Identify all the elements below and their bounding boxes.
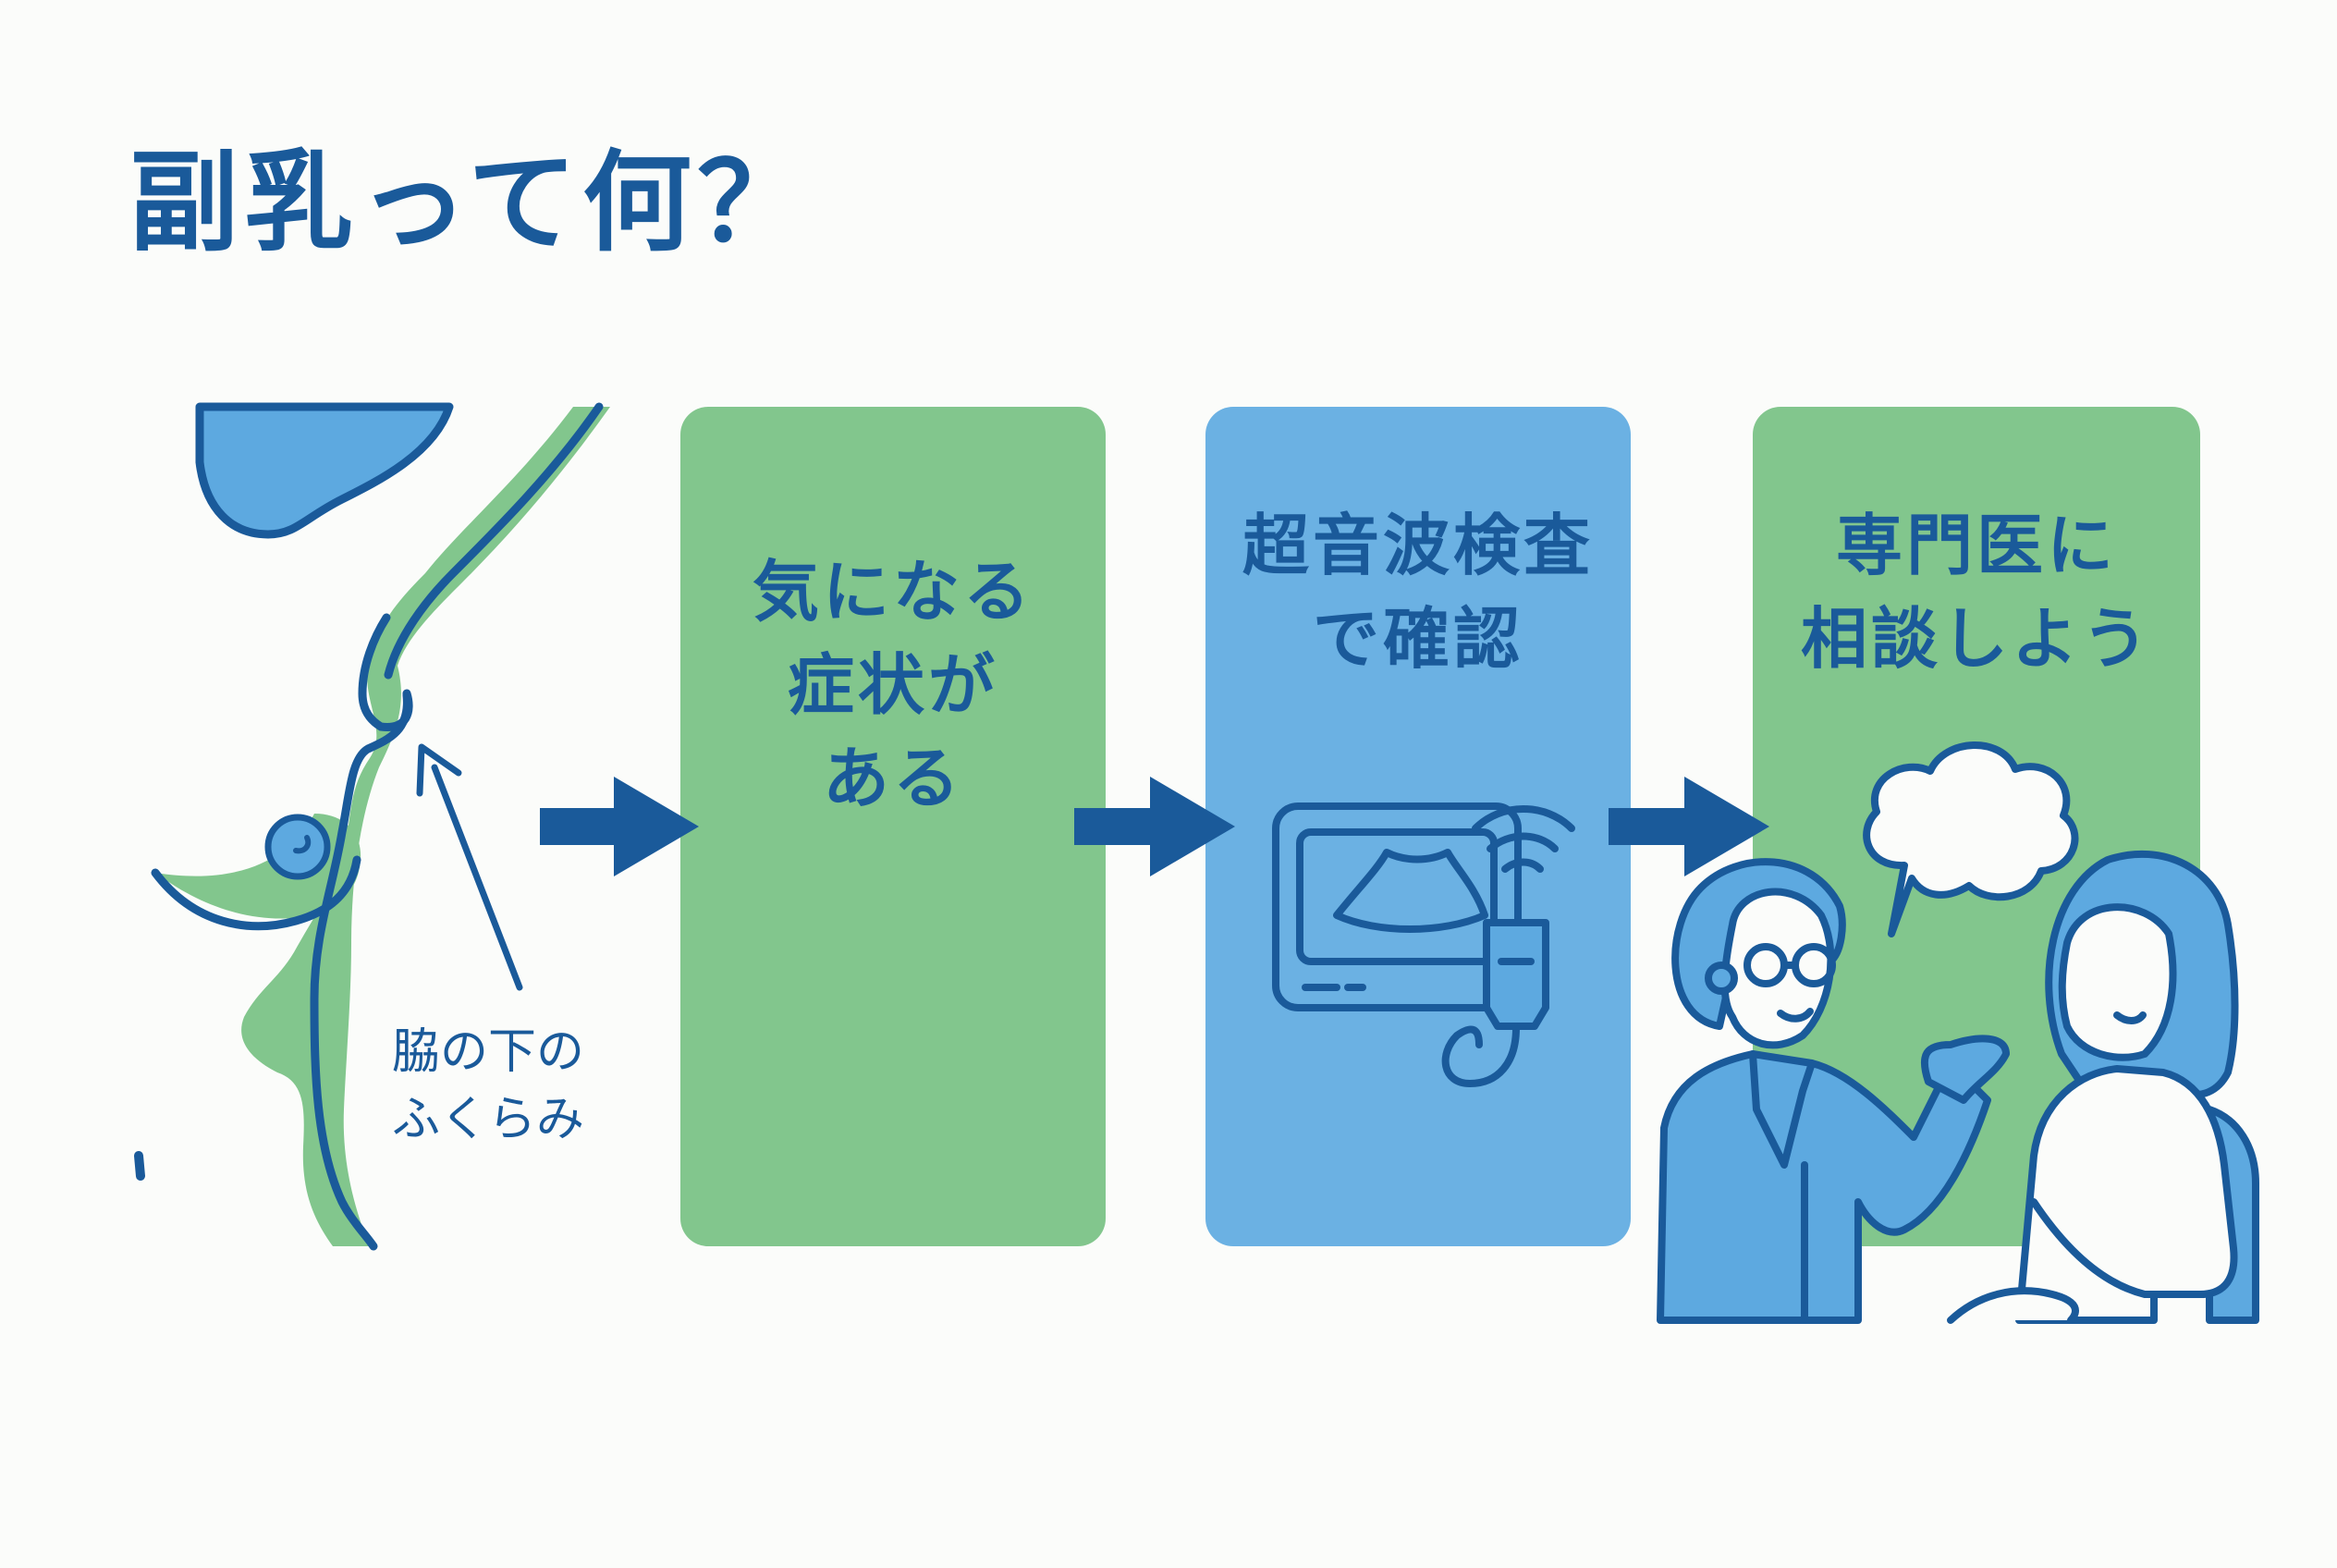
step-card-symptoms: 気になる 症状が ある bbox=[680, 407, 1106, 1246]
small-mark bbox=[134, 1151, 145, 1181]
anatomy-illustration bbox=[134, 402, 610, 1251]
breast-outline bbox=[151, 855, 361, 931]
step-3-line-2: 相談しよう bbox=[1800, 599, 2152, 678]
step-3-line-1: 専門医に bbox=[1835, 507, 2117, 584]
body-outline-back bbox=[310, 691, 411, 1251]
ultrasound-probe-icon bbox=[1441, 805, 1575, 1087]
axilla-label-line-2: ふくらみ bbox=[392, 1091, 585, 1147]
ultrasound-monitor-icon bbox=[1272, 802, 1522, 1011]
arrow-2-icon bbox=[1074, 777, 1235, 876]
speech-bubble-icon bbox=[1863, 741, 2079, 937]
step-card-symptoms-text: 気になる 症状が ある bbox=[680, 545, 1106, 825]
step-1-line-3: ある bbox=[822, 739, 963, 817]
body-outline-front bbox=[384, 402, 604, 680]
axilla-label: 脇の下の ふくらみ bbox=[392, 1019, 584, 1154]
doctor-icon bbox=[1657, 858, 2010, 1324]
step-1-line-1: 気になる bbox=[752, 553, 1034, 631]
body-contour bbox=[241, 407, 610, 1246]
axilla-pointer-arrowhead bbox=[416, 743, 462, 797]
upper-breast-shape bbox=[195, 402, 454, 539]
arrow-3-icon bbox=[1609, 777, 1769, 876]
step-card-consult-text: 専門医に 相談しよう bbox=[1753, 499, 2200, 686]
step-card-ultrasound-text: 超音波検査 で確認 bbox=[1205, 499, 1631, 686]
axilla-label-line-1: 脇の下の bbox=[392, 1024, 585, 1080]
arrow-1-icon bbox=[540, 777, 699, 876]
step-1-line-2: 症状が bbox=[787, 645, 998, 724]
patient-icon bbox=[1947, 850, 2259, 1324]
page-title: 副乳って何？ bbox=[129, 139, 813, 266]
step-2-line-1: 超音波検査 bbox=[1242, 507, 1594, 584]
step-2-line-2: で確認 bbox=[1312, 599, 1523, 678]
axilla-pointer-line bbox=[431, 764, 523, 991]
nipple-icon bbox=[264, 814, 331, 880]
